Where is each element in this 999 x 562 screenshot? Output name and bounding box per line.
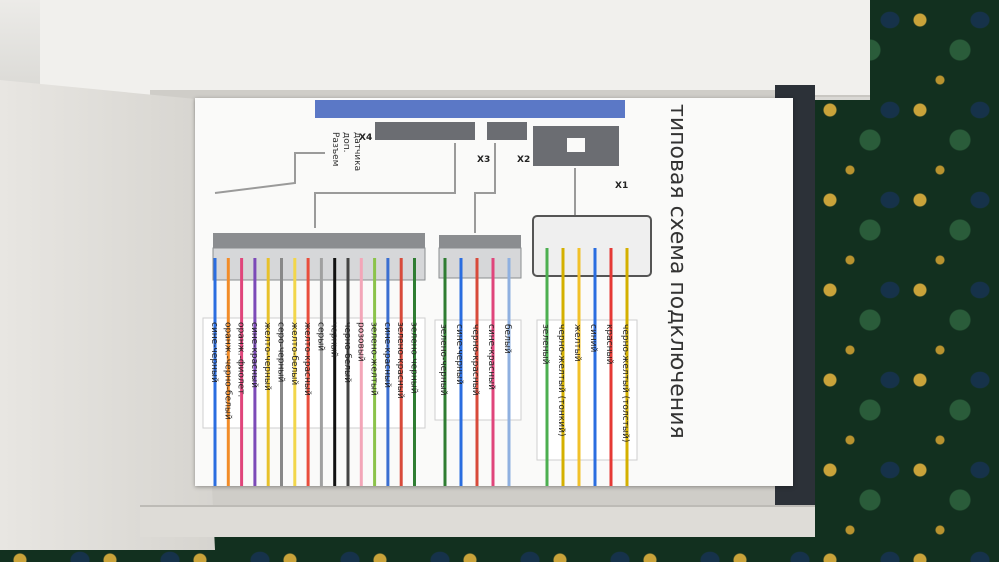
wiring-diagram-sheet: X4 X3 X2 X1 Разъем доп. датчика — [195, 98, 793, 486]
x4-wire-label: розовый — [355, 322, 365, 362]
box-lid — [40, 0, 870, 97]
connector-x1-slot — [567, 138, 585, 152]
x3-block-top — [439, 235, 521, 248]
x3-wire-label: черно-красный — [470, 324, 480, 396]
x4-wire-label: оранж.-фиолет. — [236, 322, 246, 397]
x3-wire-label: зелено-черный — [438, 324, 448, 396]
sensor-caption-1: Разъем — [330, 132, 340, 166]
x4-wire-label: сине-красный — [249, 322, 259, 388]
x1-wire-label: черно-желтый (тонкий) — [556, 324, 566, 436]
box-left-flap — [0, 80, 215, 550]
x3-wire-label: сине-черный — [454, 324, 464, 385]
connector-x3 — [487, 122, 527, 140]
x4-block — [212, 247, 426, 281]
x1-block — [532, 215, 652, 277]
x4-wire-label: желто-черный — [262, 322, 272, 391]
x4-wire-label: желто-белый — [289, 322, 299, 385]
x1-label-strip — [536, 319, 638, 461]
x1-wire-label: красный — [604, 324, 614, 365]
device-body — [315, 100, 625, 118]
x4-wire-label: оранж.-черно-белый — [222, 322, 232, 420]
sensor-caption-3: датчика — [352, 132, 362, 171]
x1-wire-label: синий — [588, 324, 598, 353]
x2-label: X2 — [517, 155, 530, 165]
x3-wire-label: белый — [502, 324, 512, 354]
connection-lines — [214, 143, 576, 233]
x4-wire-label: зелено-желтый — [369, 322, 379, 396]
x4-wire-label: серый — [315, 322, 325, 351]
x4-wire-label: зелено-черный — [409, 322, 419, 394]
x4-wire-label: сине-черный — [209, 322, 219, 383]
sensor-caption-2: доп. — [341, 132, 351, 152]
x3-block — [438, 247, 522, 279]
x3-wire-label: сине-красный — [486, 324, 496, 390]
x4-wire-label: зелено-красный — [395, 322, 405, 399]
x1-wire-label: зеленый — [540, 324, 550, 365]
x4-wire-label: черно-белый — [342, 322, 352, 383]
x4-wire-label: серо-черный — [276, 322, 286, 383]
x4-label: X4 — [359, 133, 372, 143]
x4-wire-label: черный — [329, 322, 339, 358]
wiring-diagram: X4 X3 X2 X1 Разъем доп. датчика — [202, 100, 690, 486]
connector-x4 — [375, 122, 475, 140]
x1-wire-label: желтый — [572, 324, 582, 362]
wire-group — [213, 248, 629, 486]
x3-label: X3 — [477, 155, 490, 165]
box-bottom-edge — [140, 505, 815, 537]
x1-wire-label: черно-желтый (толстый) — [620, 324, 630, 442]
x1-label: X1 — [615, 181, 628, 191]
x4-wire-label: сине-красный — [382, 322, 392, 388]
x4-wire-label: желто-красный — [302, 322, 312, 396]
x4-block-top — [213, 233, 425, 248]
diagram-title: типовая схема подключения — [665, 104, 690, 439]
